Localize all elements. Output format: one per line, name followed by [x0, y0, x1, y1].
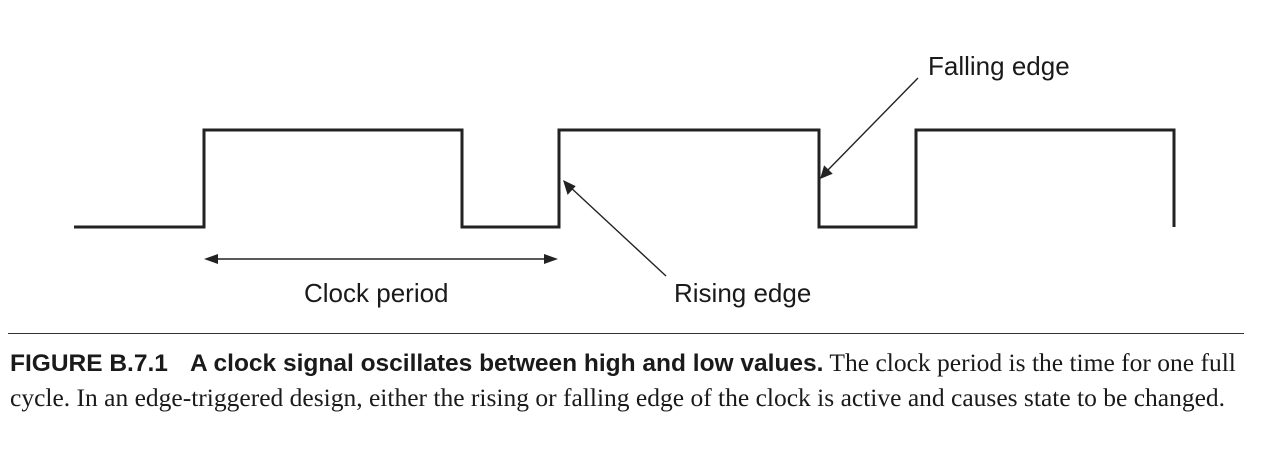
caption-divider	[8, 333, 1244, 334]
rising-edge-label: Rising edge	[674, 278, 811, 308]
clock-period-arrowhead-left	[204, 254, 218, 264]
figure-label: FIGURE B.7.1	[10, 350, 168, 377]
falling-edge-arrowhead	[820, 165, 833, 179]
figure-title: A clock signal oscillates between high a…	[189, 350, 824, 377]
clock-waveform	[74, 128, 1176, 229]
clock-signal-diagram: Falling edge Rising edge Clock period	[74, 51, 1176, 308]
figure-caption-body: The clock period is the time for one ful…	[10, 348, 1236, 412]
clock-period-arrowhead-right	[544, 254, 558, 264]
falling-edge-label: Falling edge	[928, 51, 1070, 81]
clock-period-label: Clock period	[304, 278, 449, 308]
figure-caption: FIGURE B.7.1 A clock signal oscillates be…	[10, 346, 1250, 415]
falling-edge-pointer	[825, 77, 919, 173]
rising-edge-arrowhead	[563, 180, 576, 195]
rising-edge-pointer	[568, 185, 667, 277]
